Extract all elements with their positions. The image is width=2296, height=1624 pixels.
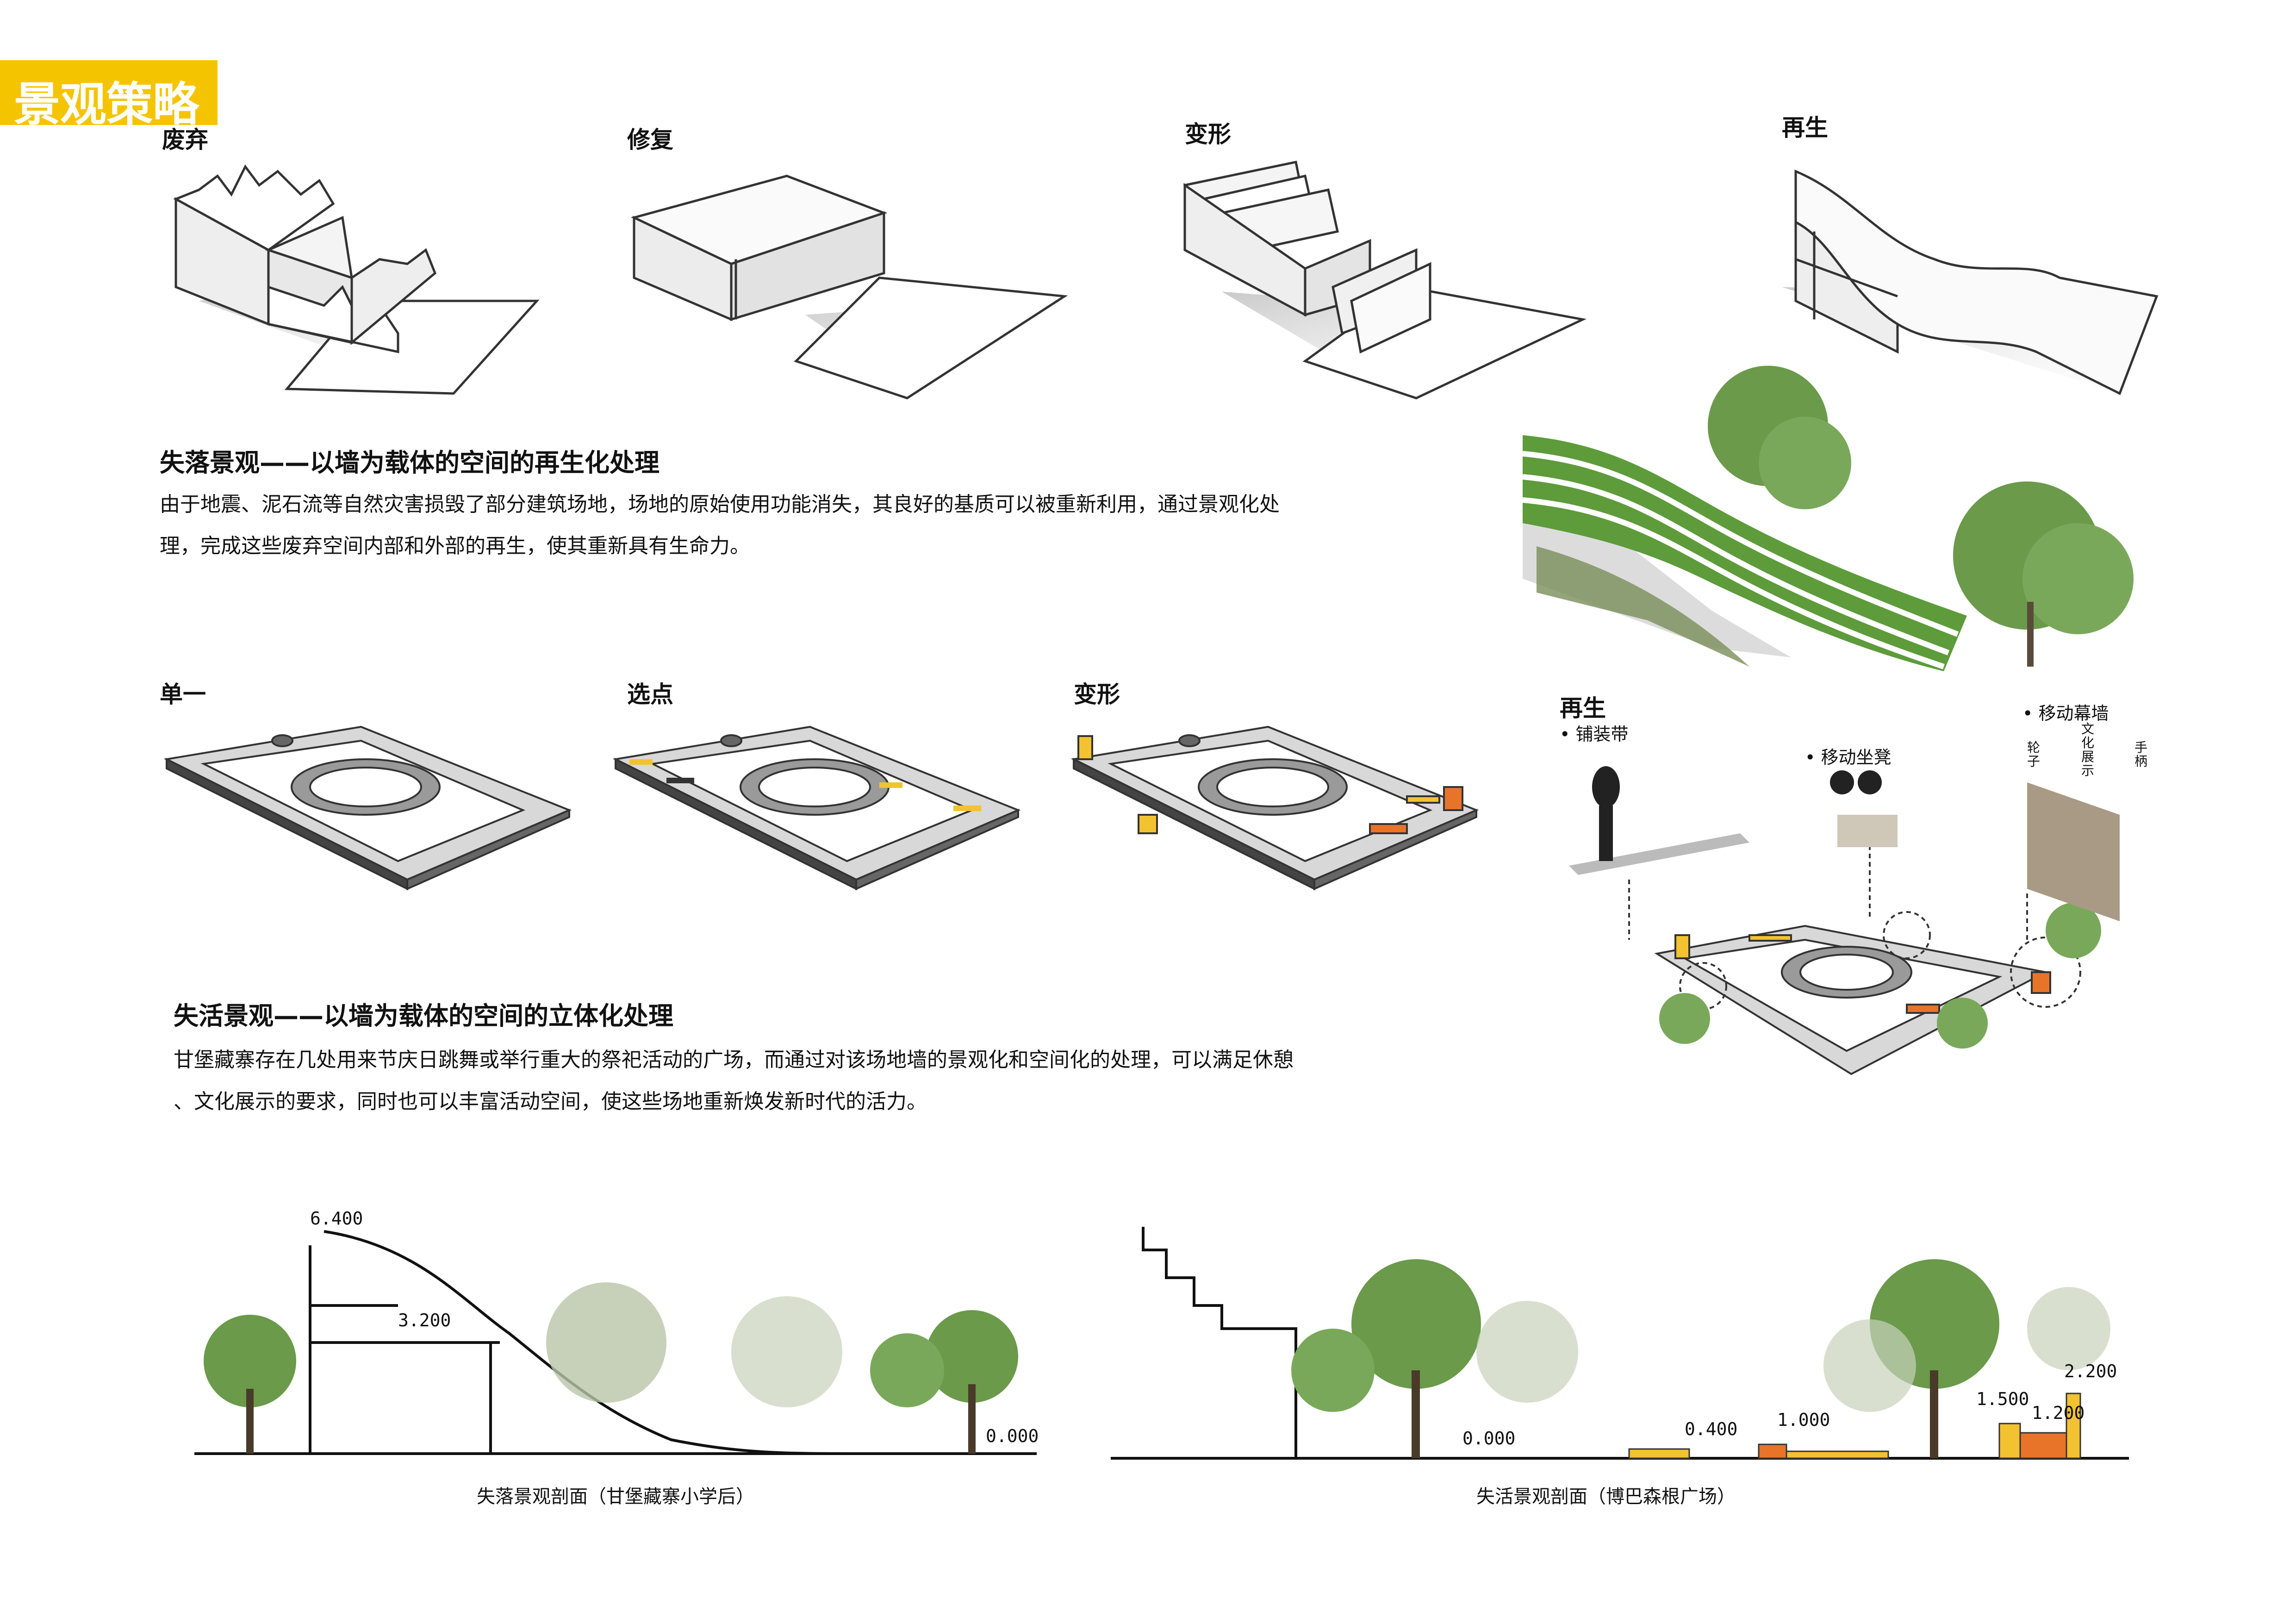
wall-label-wheel: 轮子 bbox=[2027, 740, 2040, 769]
section1-heading: 失落景观——以墙为载体的空间的再生化处理 bbox=[160, 448, 660, 477]
elev-left-3200: 3.200 bbox=[398, 1310, 451, 1330]
regen-item-paving-label: 铺装带 bbox=[1575, 724, 1629, 744]
regen-perspective bbox=[1522, 366, 2134, 671]
plaza-transform bbox=[1070, 725, 1479, 891]
regenerate-diagram bbox=[1782, 169, 2159, 395]
regen-item-wall-label: 移动幕墙 bbox=[2038, 703, 2109, 724]
section1-line-1: 由于地震、泥石流等自然灾害损毁了部分建筑场地，场地的原始使用功能消失，其良好的基… bbox=[160, 493, 1280, 516]
elev-right-1200: 1.200 bbox=[2032, 1403, 2085, 1423]
section-right bbox=[1111, 1227, 2129, 1460]
stage-label-select: 选点 bbox=[627, 681, 673, 708]
elev-right-2200: 2.200 bbox=[2064, 1361, 2117, 1381]
section2-line-1: 甘堡藏寨存在几处用来节庆日跳舞或举行重大的祭祀活动的广场，而通过对该场地墙的景观… bbox=[174, 1048, 1294, 1072]
title-badge: 景观策略 bbox=[0, 60, 218, 131]
regen-props bbox=[1569, 766, 2120, 921]
elev-right-1000: 1.000 bbox=[1777, 1410, 1830, 1430]
section2-heading: 失活景观——以墙为载体的空间的立体化处理 bbox=[174, 1001, 673, 1031]
regen-plaza bbox=[1628, 829, 2101, 1075]
elev-right-0400: 0.400 bbox=[1685, 1419, 1738, 1439]
wall-label-handle: 手柄 bbox=[2134, 740, 2147, 769]
regen-item-paving: • 铺装带 bbox=[1560, 724, 1629, 744]
transform-diagram bbox=[1183, 161, 1587, 400]
stage-label-repair: 修复 bbox=[627, 126, 673, 153]
repair-diagram bbox=[630, 175, 1068, 400]
stage-label-transform-2: 变形 bbox=[1074, 681, 1120, 708]
stage-label-single: 单一 bbox=[160, 681, 206, 708]
elev-left-0000: 0.000 bbox=[986, 1426, 1039, 1446]
stage-label-abandon: 废弃 bbox=[162, 126, 208, 153]
stage-label-transform: 变形 bbox=[1185, 121, 1231, 148]
elev-left-6400: 6.400 bbox=[310, 1208, 363, 1229]
regen-title: 再生 bbox=[1560, 695, 1606, 722]
section-left bbox=[194, 1230, 1037, 1455]
regen-item-bench-label: 移动坐凳 bbox=[1821, 747, 1892, 768]
wall-label-culture: 文化展示 bbox=[2081, 721, 2094, 778]
section-left-trees bbox=[204, 1282, 1018, 1454]
regen-item-bench: • 移动坐凳 bbox=[1805, 747, 1892, 768]
elev-right-1500: 1.500 bbox=[1976, 1389, 2029, 1409]
section1-line-2: 理，完成这些废弃空间内部和外部的再生，使其重新具有生命力。 bbox=[160, 534, 750, 558]
abandon-diagram bbox=[173, 164, 540, 395]
elev-right-0000: 0.000 bbox=[1462, 1428, 1516, 1449]
stage-label-regenerate: 再生 bbox=[1782, 114, 1828, 141]
regen-item-wall: • 移动幕墙 bbox=[2022, 703, 2109, 724]
plaza-single bbox=[163, 725, 572, 891]
plaza-select bbox=[612, 725, 1021, 891]
section-right-caption: 失活景观剖面（博巴森根广场） bbox=[1476, 1486, 1736, 1507]
section-left-caption: 失落景观剖面（甘堡藏寨小学后） bbox=[477, 1486, 754, 1507]
section2-line-2: 、文化展示的要求，同时也可以丰富活动空间，使这些场地重新焕发新时代的活力。 bbox=[174, 1090, 927, 1113]
page-title: 景观策略 bbox=[14, 77, 199, 131]
